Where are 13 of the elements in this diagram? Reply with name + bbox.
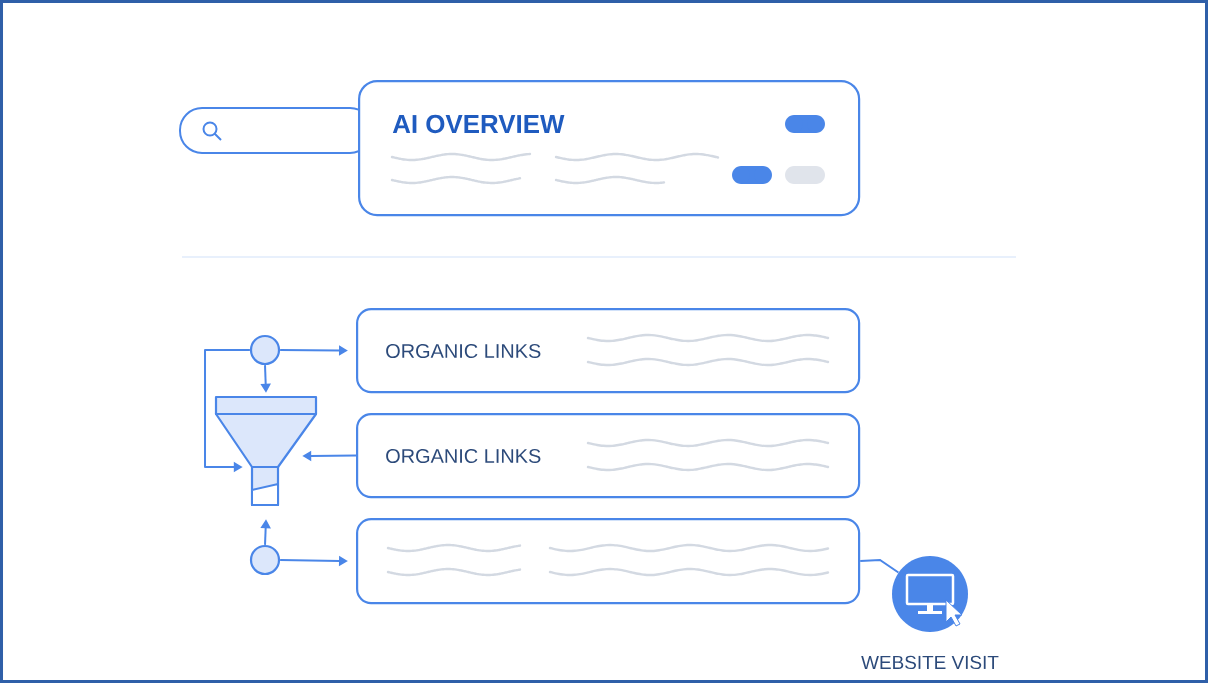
node-label: WEBSITE VISIT xyxy=(861,655,999,670)
result-box xyxy=(356,413,861,499)
box-title: AI OVERVIEW xyxy=(392,114,565,134)
circle xyxy=(249,544,281,576)
box-title: ORGANIC LINKS xyxy=(386,448,541,464)
box-title: ORGANIC LINKS xyxy=(386,343,541,359)
circle xyxy=(249,334,281,366)
overview-box xyxy=(358,80,861,217)
result-box xyxy=(356,308,861,394)
circle xyxy=(892,556,968,632)
connector-line xyxy=(859,559,900,574)
funnel xyxy=(214,395,318,507)
result-box xyxy=(356,518,861,605)
